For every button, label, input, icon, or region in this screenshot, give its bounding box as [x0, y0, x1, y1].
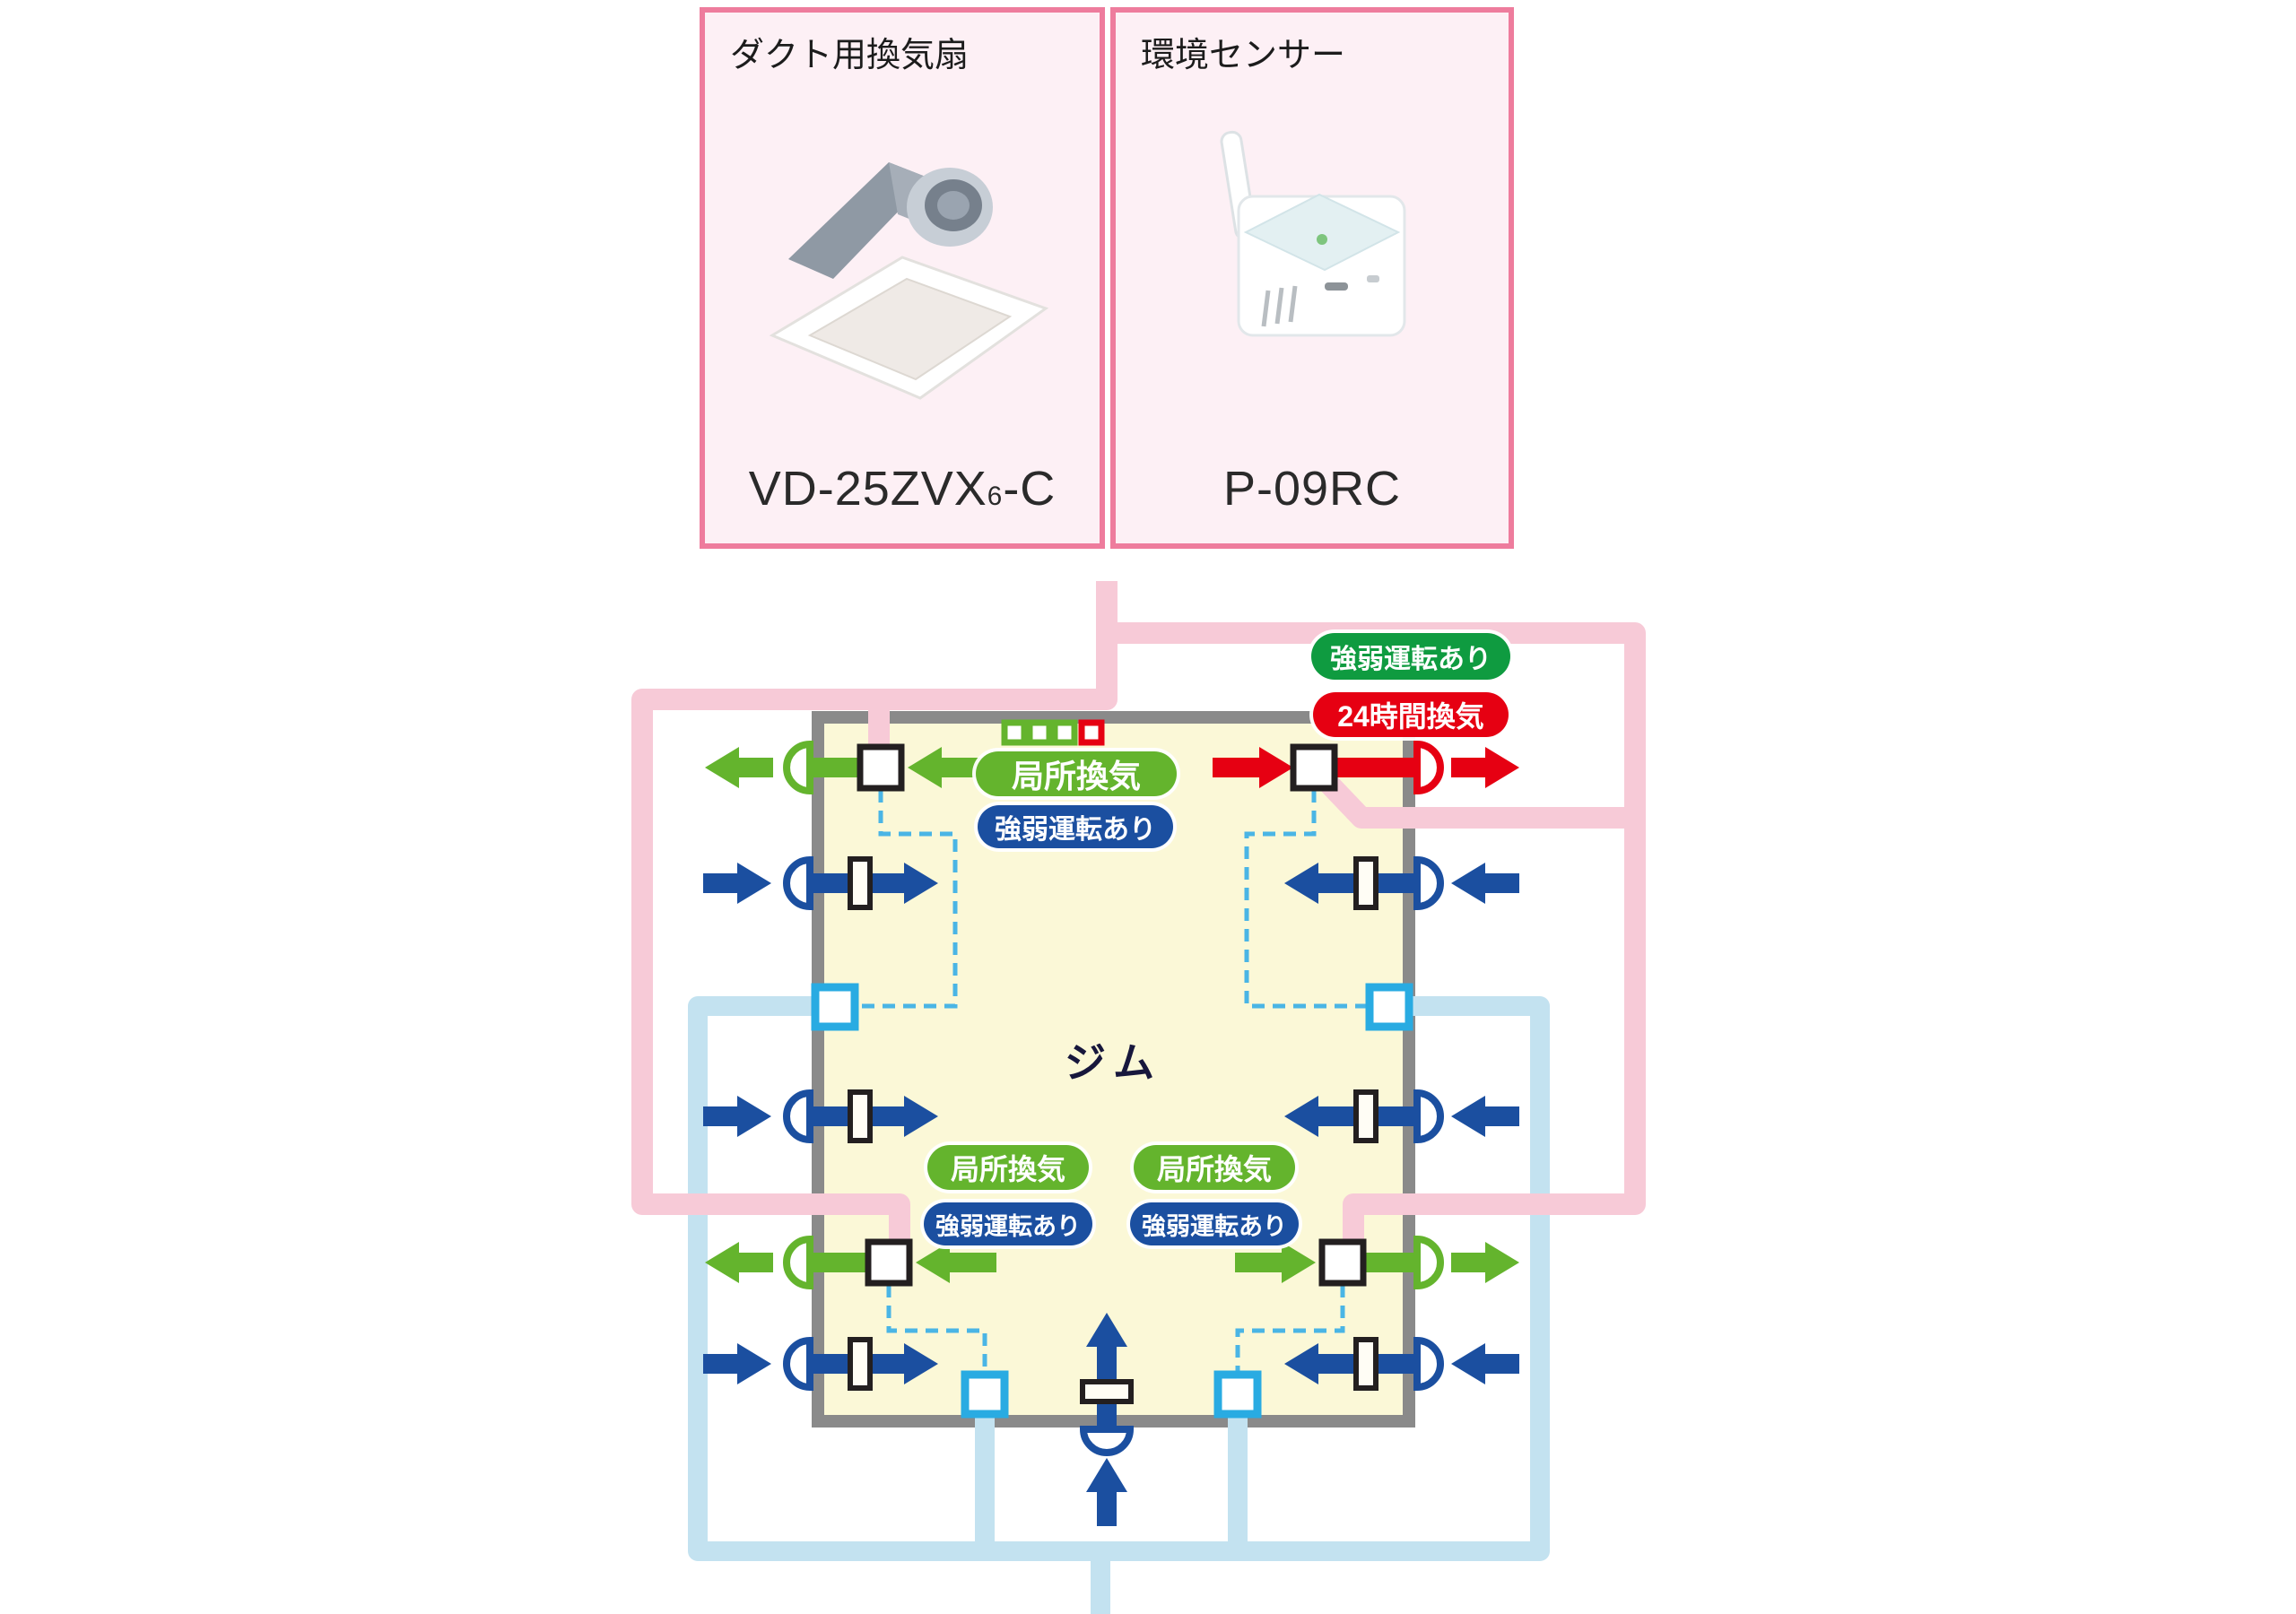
wire-bottomleft — [886, 1285, 987, 1373]
outlet-blue-bottom — [1079, 1426, 1135, 1456]
damper-right-1 — [1353, 856, 1378, 910]
fan-unit-topright — [1290, 743, 1338, 792]
badge-variable-operation-top: 強弱運転あり — [978, 805, 1173, 848]
damper-left-3 — [848, 1337, 873, 1391]
indicator-red — [1078, 719, 1105, 746]
badge-variable-operation-bottomleft: 強弱運転あり — [924, 1202, 1092, 1245]
sensor-slot — [1325, 282, 1348, 291]
badge-variable-operation-bottomright: 強弱運転あり — [1130, 1202, 1299, 1245]
outlet-green-topleft — [783, 740, 813, 795]
exhaust-out-topright — [1451, 747, 1519, 788]
outlet-red-topright — [1413, 740, 1444, 795]
model-subscript: 6 — [987, 482, 1004, 511]
wire-topleft — [858, 790, 958, 1009]
sensor-square-right-wall — [1365, 983, 1413, 1031]
damper-bottom — [1080, 1379, 1134, 1404]
sensor-top-face — [1243, 193, 1401, 272]
product-card-duct-fan: ダクト用換気扇 VD-25ZVX6-C — [700, 7, 1105, 549]
badge-local-ventilation-top: 局所換気 — [976, 751, 1177, 796]
fan-duct-collar-hub — [937, 191, 970, 220]
damper-left-1 — [848, 856, 873, 910]
product-card-environment-sensor: 環境センサー P-09RC — [1110, 7, 1514, 549]
fan-unit-bottomleft — [865, 1238, 913, 1287]
badge-24h-ventilation: 24時間換気 — [1313, 692, 1509, 737]
damper-left-2 — [848, 1089, 873, 1143]
exhaust-out-bottomright — [1451, 1242, 1519, 1283]
exhaust-out-bottomleft — [705, 1242, 773, 1283]
environment-sensor-photo — [1220, 130, 1406, 337]
outlet-blue-left-1 — [783, 855, 813, 911]
sensor-pipe-loop — [688, 996, 1550, 1561]
sensor-vents — [1261, 285, 1298, 327]
outlet-blue-right-2 — [1413, 1089, 1444, 1144]
duct-fan-units — [857, 743, 1367, 1287]
sensor-led — [1317, 234, 1327, 245]
badge-local-ventilation-bottomright: 局所換気 — [1134, 1145, 1295, 1190]
outlet-blue-left-2 — [783, 1089, 813, 1144]
fan-unit-topleft — [857, 743, 905, 792]
outlet-blue-right-3 — [1413, 1336, 1444, 1392]
indicator-squares — [1001, 719, 1105, 746]
room-name-label: ジム — [1065, 1039, 1161, 1086]
product-model-label: VD-25ZVX6-C — [705, 461, 1100, 516]
indicator-green-3 — [1051, 719, 1078, 746]
model-main: P-09RC — [1222, 462, 1402, 516]
outlet-green-bottomright — [1413, 1235, 1444, 1290]
supply-out-right-3 — [1451, 1343, 1519, 1384]
badge-local-ventilation-bottomleft: 局所換気 — [927, 1145, 1089, 1190]
fan-pipe-topright-link — [1317, 771, 1635, 829]
indicator-green-2 — [1026, 719, 1053, 746]
product-category-label: 環境センサー — [1141, 37, 1346, 74]
product-model-label: P-09RC — [1116, 461, 1509, 516]
damper-right-3 — [1353, 1337, 1378, 1391]
sensor-square-bottom-right — [1213, 1370, 1262, 1419]
supply-out-left-1 — [703, 863, 771, 904]
model-main: VD-25ZVX — [748, 462, 987, 516]
supply-out-right-2 — [1451, 1096, 1519, 1137]
supply-out-bottom — [1086, 1458, 1127, 1526]
model-tail: -C — [1003, 462, 1057, 516]
outlet-blue-right-1 — [1413, 855, 1444, 911]
fan-pipe-left — [631, 581, 1118, 1243]
outlet-blue-left-3 — [783, 1336, 813, 1392]
ceiling-duct-fan-photo — [769, 162, 1049, 400]
damper-right-2 — [1353, 1089, 1378, 1143]
sensor-square-bottom-left — [961, 1370, 1009, 1419]
fan-grille — [807, 277, 1013, 381]
fan-unit-bottomright — [1318, 1238, 1367, 1287]
indicator-green-1 — [1001, 719, 1028, 746]
supply-out-left-2 — [703, 1096, 771, 1137]
sensor-squares — [811, 983, 1413, 1419]
product-category-label: ダクト用換気扇 — [730, 37, 970, 74]
control-wiring — [858, 790, 1370, 1373]
exhaust-out-topleft — [705, 747, 773, 788]
sensor-button — [1367, 275, 1379, 282]
outlet-green-bottomleft — [783, 1235, 813, 1290]
sensor-square-left-wall — [811, 983, 859, 1031]
supply-out-right-1 — [1451, 863, 1519, 904]
wall-outlets — [783, 740, 1444, 1456]
supply-dampers — [848, 856, 1378, 1404]
badge-variable-operation-topright: 強弱運転あり — [1311, 633, 1510, 680]
supply-out-left-3 — [703, 1343, 771, 1384]
wire-bottomright — [1235, 1285, 1345, 1373]
sensor-piping — [688, 996, 1550, 1614]
wire-topright — [1244, 790, 1370, 1009]
